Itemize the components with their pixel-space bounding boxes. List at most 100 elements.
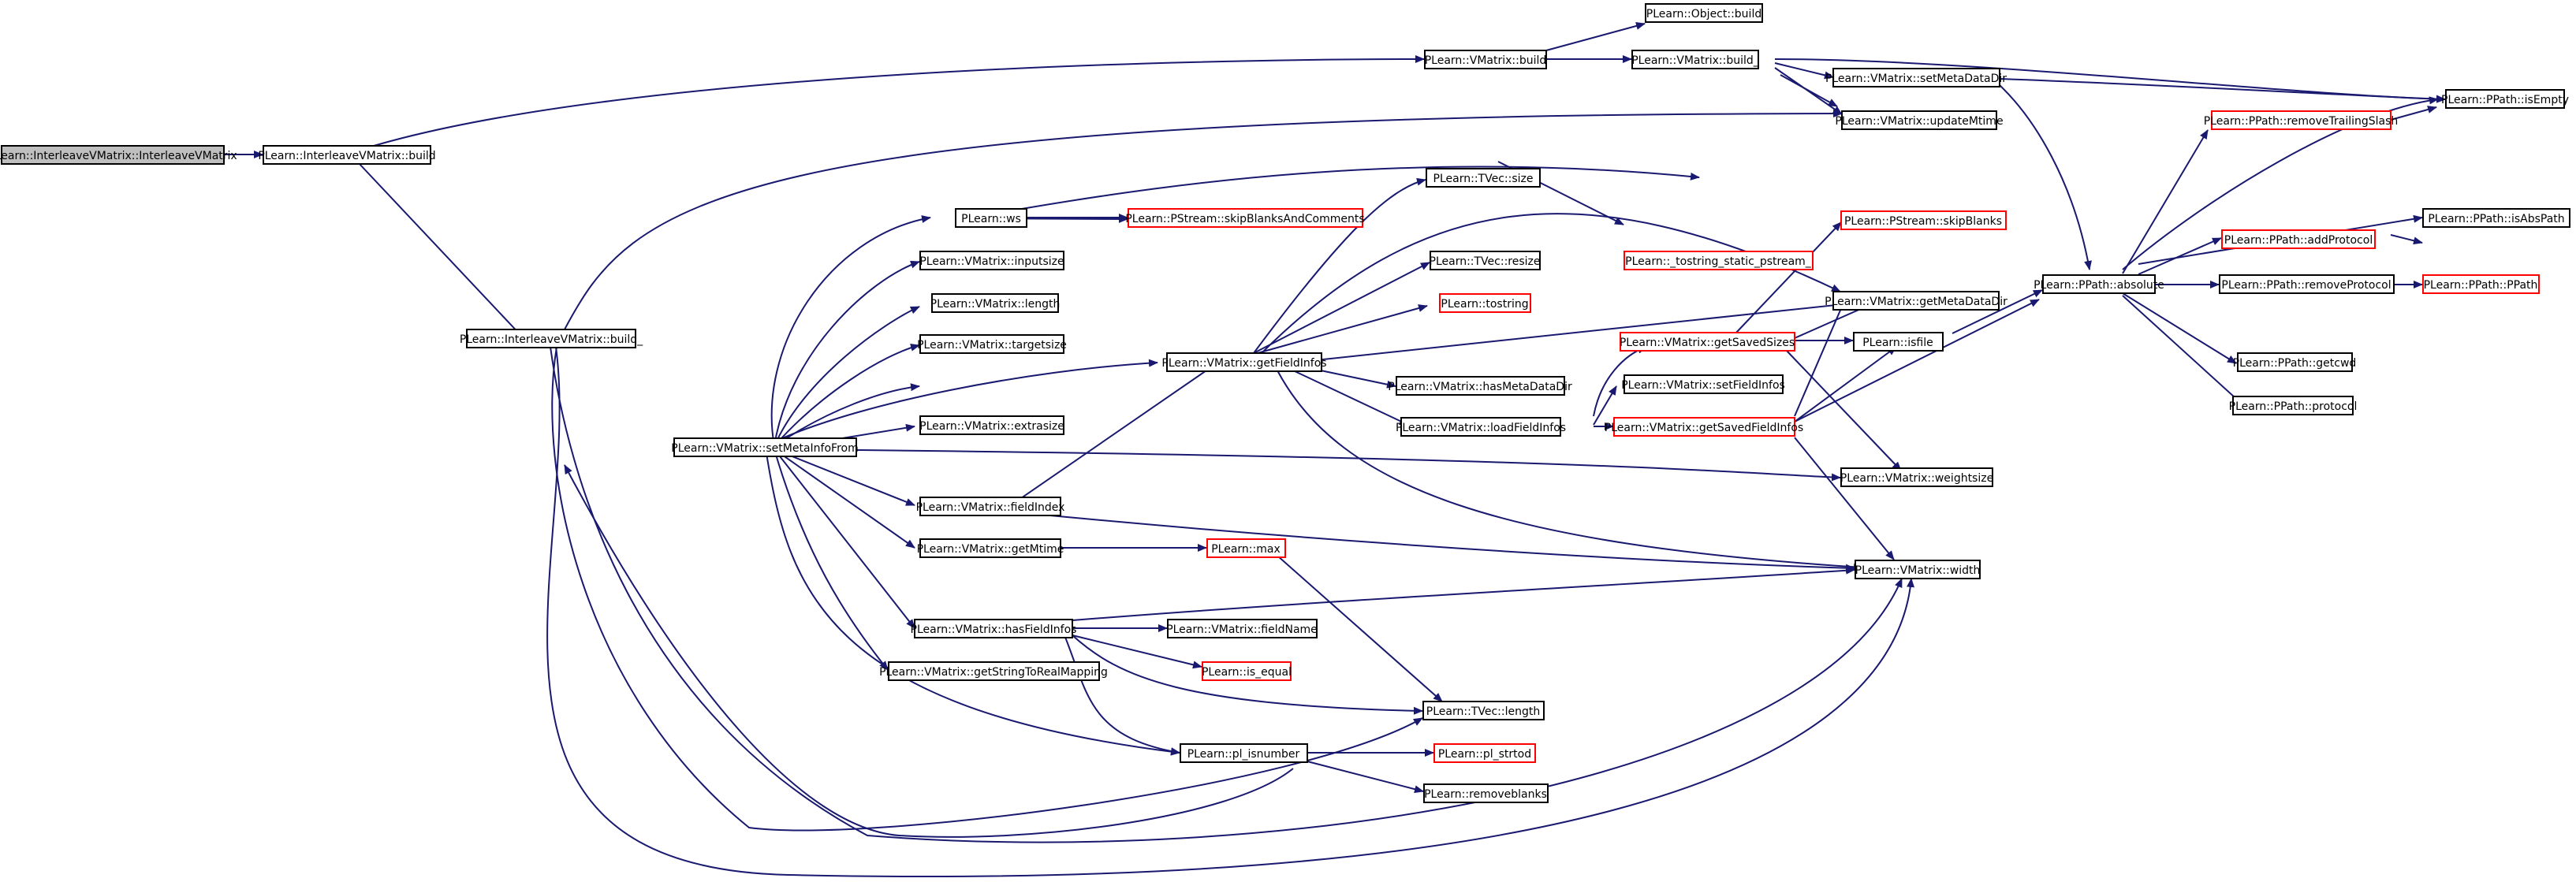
node-label: PLearn::VMatrix::extrasize — [919, 420, 1064, 433]
node-pl-isnumber[interactable]: PLearn::pl_isnumber — [1180, 743, 1308, 763]
node-isfile[interactable]: PLearn::isfile — [1853, 332, 1944, 352]
node-label: PLearn::VMatrix::setMetaDataDir — [1825, 73, 2007, 85]
edge — [1072, 635, 1202, 669]
node-ws[interactable]: PLearn::ws — [955, 208, 1027, 228]
node-ppath-ppath[interactable]: PLearn::PPath::PPath — [2422, 274, 2540, 294]
node-getcwd[interactable]: PLearn::PPath::getcwd — [2233, 352, 2357, 372]
node-label: PLearn::tostring — [1441, 298, 1528, 311]
edge — [564, 110, 1843, 330]
node-getmtime[interactable]: PLearn::VMatrix::getMtime — [917, 538, 1064, 558]
node-tvec-resize[interactable]: PLearn::TVec::resize — [1430, 251, 1541, 270]
edge — [1786, 350, 1902, 471]
node-updatemtime[interactable]: PLearn::VMatrix::updateMtime — [1835, 110, 2004, 130]
node-label: PLearn::InterleaveVMatrix::build — [258, 150, 435, 162]
edge — [766, 452, 1180, 756]
node-label: PLearn::is_equal — [1202, 666, 1292, 679]
node-loadfieldinfos[interactable]: PLearn::VMatrix::loadFieldInfos — [1396, 417, 1566, 437]
edge — [1307, 761, 1424, 794]
node-label: PLearn::PPath::removeProtocol — [2221, 279, 2391, 292]
node-getmetadatadir[interactable]: PLearn::VMatrix::getMetaDataDir — [1825, 291, 2007, 311]
node-ivm-build-underscore[interactable]: PLearn::InterleaveVMatrix::build_ — [460, 329, 643, 348]
edge — [1253, 262, 1430, 354]
node-label: PLearn::TVec::resize — [1430, 255, 1541, 268]
node-hasfieldinfos[interactable]: PLearn::VMatrix::hasFieldInfos — [911, 619, 1077, 638]
node-label: PLearn::ws — [961, 213, 1021, 225]
node-label: PLearn::InterleaveVMatrix::build_ — [460, 333, 643, 346]
node-setfieldinfos[interactable]: PLearn::VMatrix::setFieldInfos — [1621, 374, 1785, 394]
node-fieldname[interactable]: PLearn::VMatrix::fieldName — [1166, 619, 1318, 638]
edge — [551, 346, 1423, 832]
node-tostring-static[interactable]: PLearn::_tostring_static_pstream_ — [1624, 251, 1814, 270]
node-tvec-length[interactable]: PLearn::TVec::length — [1422, 701, 1545, 720]
node-label: PLearn::VMatrix::setMetaInfoFrom — [671, 442, 858, 455]
node-max[interactable]: PLearn::max — [1206, 538, 1286, 558]
node-root[interactable]: PLearn::InterleaveVMatrix::InterleaveVMa… — [0, 145, 237, 165]
node-getfieldinfos[interactable]: PLearn::VMatrix::getFieldInfos — [1161, 352, 1327, 372]
edge — [774, 448, 889, 671]
node-label: PLearn::VMatrix::setFieldInfos — [1621, 379, 1785, 392]
node-vm-build[interactable]: PLearn::VMatrix::build — [1424, 50, 1547, 69]
edge — [1780, 74, 1838, 107]
node-targetsize[interactable]: PLearn::VMatrix::targetsize — [917, 334, 1067, 354]
node-tvec-size[interactable]: PLearn::TVec::size — [1426, 168, 1541, 188]
node-skipblanksandcomments[interactable]: PLearn::PStream::skipBlanksAndComments — [1125, 208, 1365, 228]
node-label: PLearn::VMatrix::build — [1425, 54, 1547, 67]
node-label: PLearn::VMatrix::width — [1855, 564, 1981, 577]
node-label: PLearn::PPath::PPath — [2424, 279, 2538, 292]
node-width[interactable]: PLearn::VMatrix::width — [1855, 560, 1981, 579]
edge — [1999, 78, 2446, 103]
edge — [781, 359, 1158, 439]
node-length[interactable]: PLearn::VMatrix::length — [930, 293, 1061, 313]
edge — [1261, 213, 1841, 354]
node-label: PLearn::PPath::protocol — [2229, 400, 2358, 413]
node-label: PLearn::VMatrix::targetsize — [917, 339, 1067, 352]
node-label: PLearn::_tostring_static_pstream_ — [1625, 255, 1812, 268]
node-vm-build-underscore[interactable]: PLearn::VMatrix::build_ — [1631, 50, 1760, 69]
node-inputsize[interactable]: PLearn::VMatrix::inputsize — [919, 251, 1064, 270]
edges — [224, 22, 2446, 877]
node-label: PLearn::VMatrix::hasFieldInfos — [911, 623, 1077, 636]
node-getsavedfieldinfos[interactable]: PLearn::VMatrix::getSavedFieldInfos — [1605, 417, 1803, 437]
node-label: PLearn::isfile — [1862, 337, 1933, 349]
node-isempty[interactable]: PLearn::PPath::isEmpty — [2441, 89, 2569, 109]
node-tostring[interactable]: PLearn::tostring — [1439, 293, 1531, 313]
edge — [1277, 370, 1863, 571]
edge — [770, 215, 931, 447]
node-getstringtorealmapping[interactable]: PLearn::VMatrix::getStringToRealMapping — [879, 661, 1108, 681]
node-label: PLearn::VMatrix::getSavedSizes — [1620, 337, 1795, 349]
node-ivm-build[interactable]: PLearn::InterleaveVMatrix::build — [258, 145, 436, 165]
node-removeblanks[interactable]: PLearn::removeblanks — [1423, 783, 1549, 803]
node-label: PLearn::PPath::getcwd — [2233, 357, 2357, 370]
node-setmetainfofrom[interactable]: PLearn::VMatrix::setMetaInfoFrom — [671, 437, 859, 457]
node-isabspath[interactable]: PLearn::PPath::isAbsPath — [2422, 208, 2570, 228]
node-addprotocol[interactable]: PLearn::PPath::addProtocol — [2221, 229, 2376, 249]
node-label: PLearn::VMatrix::loadFieldInfos — [1396, 422, 1566, 434]
node-label: PLearn::PPath::removeTrailingSlash — [2204, 115, 2399, 128]
node-extrasize[interactable]: PLearn::VMatrix::extrasize — [919, 415, 1064, 435]
node-removetrailingslash[interactable]: PLearn::PPath::removeTrailingSlash — [2204, 110, 2399, 130]
node-label: PLearn::TVec::size — [1433, 173, 1534, 185]
node-setmetadatadir[interactable]: PLearn::VMatrix::setMetaDataDir — [1825, 68, 2007, 87]
node-label: PLearn::PStream::skipBlanks — [1844, 215, 2002, 228]
node-removeprotocol[interactable]: PLearn::PPath::removeProtocol — [2219, 274, 2395, 294]
edge — [1794, 346, 1897, 422]
node-pl-strtod[interactable]: PLearn::pl_strtod — [1433, 743, 1536, 763]
node-weightsize[interactable]: PLearn::VMatrix::weightsize — [1840, 467, 1993, 487]
node-getsavedsizes[interactable]: PLearn::VMatrix::getSavedSizes — [1620, 332, 1795, 352]
node-hasmetadatadir[interactable]: PLearn::VMatrix::hasMetaDataDir — [1388, 376, 1572, 396]
edge — [1952, 289, 2043, 334]
node-skipblanks[interactable]: PLearn::PStream::skipBlanks — [1840, 210, 2007, 230]
node-absolute[interactable]: PLearn::PPath::absolute — [2034, 274, 2164, 294]
node-label: PLearn::TVec::length — [1426, 705, 1540, 718]
node-label: PLearn::PStream::skipBlanksAndComments — [1125, 213, 1364, 225]
node-fieldindex[interactable]: PLearn::VMatrix::fieldIndex — [916, 497, 1065, 516]
edge — [2390, 106, 2437, 121]
node-label: PLearn::InterleaveVMatrix::InterleaveVMa… — [0, 150, 237, 162]
edge — [1016, 166, 1700, 210]
node-is-equal[interactable]: PLearn::is_equal — [1202, 661, 1292, 681]
edge — [1545, 22, 1646, 51]
node-protocol[interactable]: PLearn::PPath::protocol — [2229, 396, 2358, 415]
node-label: PLearn::VMatrix::build_ — [1631, 54, 1760, 67]
node-object-build[interactable]: PLearn::Object::build — [1645, 3, 1763, 23]
